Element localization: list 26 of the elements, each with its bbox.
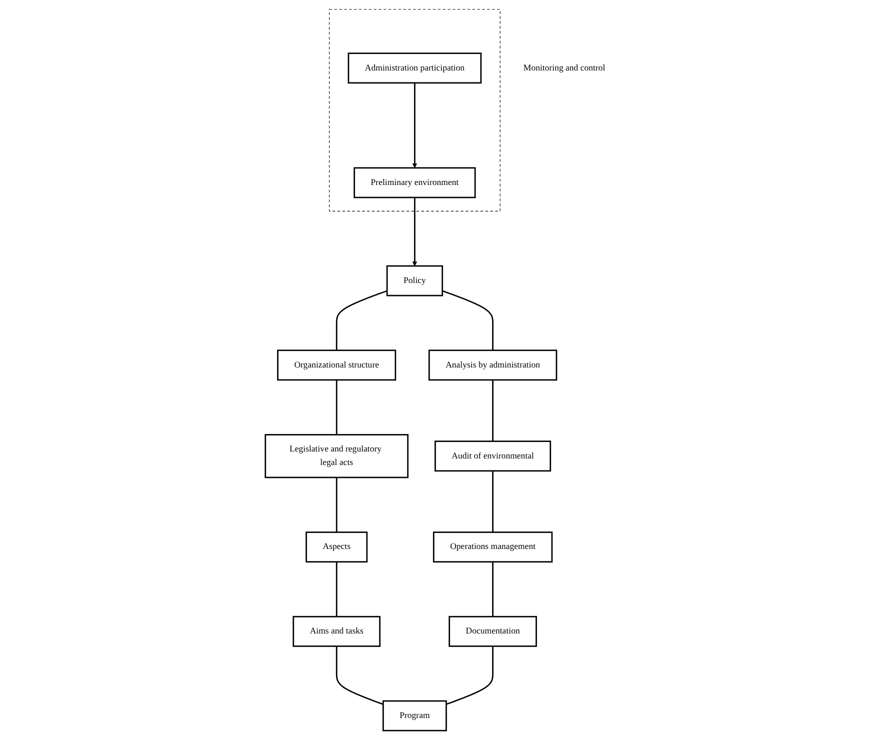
- connector: [336, 646, 384, 705]
- node-box: Legislative and regulatory legal acts: [264, 434, 409, 478]
- connector: [446, 646, 494, 705]
- node-box: Program: [382, 700, 448, 732]
- connector: [336, 477, 338, 532]
- connector: [336, 562, 338, 617]
- node-box: Documentation: [448, 616, 538, 647]
- arrow: [412, 198, 418, 266]
- connector: [442, 290, 494, 350]
- node-box: Policy: [386, 265, 444, 296]
- node-box: Preliminary environment: [354, 167, 476, 198]
- arrow: [412, 82, 418, 168]
- node-box: Aspects: [306, 532, 368, 563]
- connector: [336, 380, 338, 435]
- connector: [492, 380, 494, 442]
- node-box: Audit of environmental: [434, 440, 552, 472]
- cluster: [329, 9, 501, 212]
- node-text: Monitoring and control: [524, 63, 606, 72]
- node-box: Analysis by administration: [428, 350, 558, 381]
- node-box: Administration participation: [348, 52, 482, 84]
- node-box: Operations management: [433, 532, 553, 563]
- connector: [336, 290, 388, 350]
- connector: [492, 562, 494, 617]
- node-box: Organizational structure: [277, 350, 396, 381]
- connector: [492, 470, 494, 532]
- node-box: Aims and tasks: [292, 616, 381, 647]
